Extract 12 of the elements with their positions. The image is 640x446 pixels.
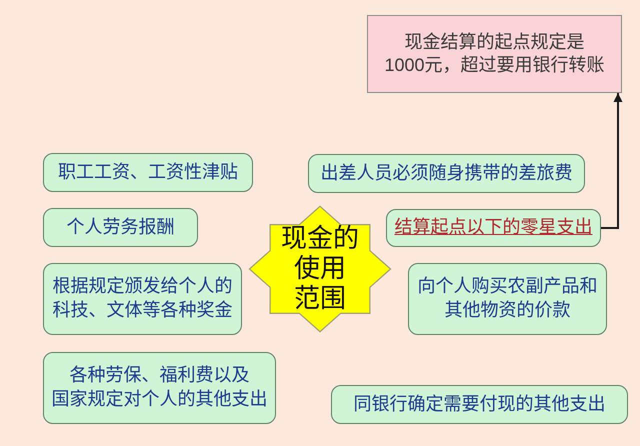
category-box: 向个人购买农副产品和其他物资的价款 [408, 263, 607, 335]
arrow [601, 93, 622, 229]
category-box: 结算起点以下的零星支出 [386, 209, 601, 247]
category-box: 出差人员必须随身携带的差旅费 [308, 154, 585, 193]
category-box: 职工工资、工资性津贴 [43, 153, 253, 192]
star-shape [248, 205, 392, 333]
category-box: 根据规定颁发给个人的科技、文体等各种奖金 [43, 263, 242, 335]
category-box: 同银行确定需要付现的其他支出 [331, 385, 628, 424]
star-label: 现金的使用范围 [280, 224, 360, 314]
note-box: 现金结算的起点规定是1000元，超过要用银行转账 [367, 15, 622, 93]
category-box: 各种劳保、福利费以及国家规定对个人的其他支出 [43, 352, 276, 424]
category-box: 个人劳务报酬 [43, 208, 198, 247]
